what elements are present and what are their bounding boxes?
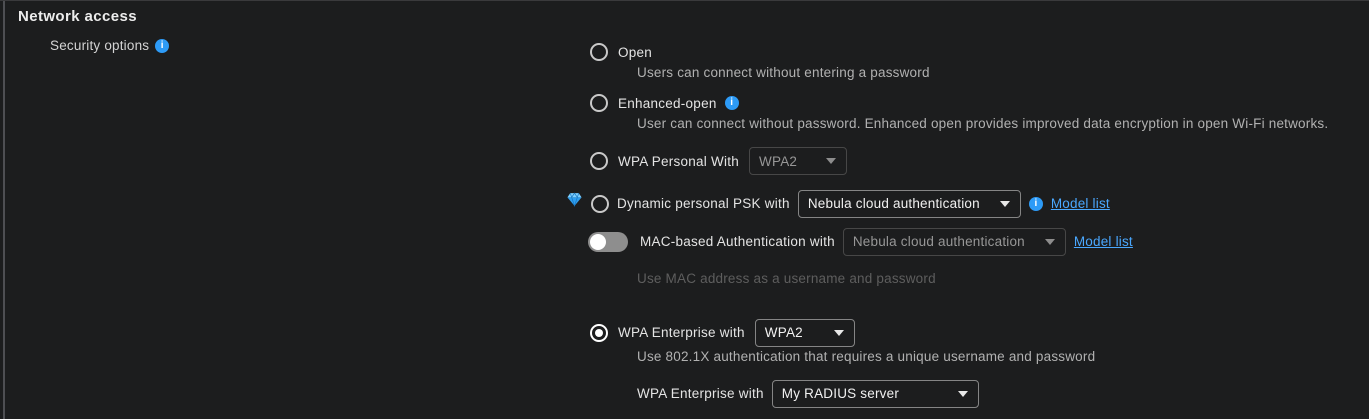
pro-feature-diamond-icon (566, 191, 583, 208)
chevron-down-icon (826, 158, 837, 164)
dropdown-value: WPA2 (759, 153, 798, 169)
option-label-wpa-personal[interactable]: WPA Personal With (618, 153, 740, 169)
option-description-mac-auth: Use MAC address as a username and passwo… (637, 271, 936, 286)
dropdown-value: Nebula cloud authentication (807, 196, 980, 211)
chevron-down-icon (833, 329, 844, 336)
security-options-label: Security options (50, 38, 150, 53)
panel-left-border (3, 1, 5, 419)
option-row-dynamic-psk: Dynamic personal PSK with Nebula cloud a… (566, 189, 1110, 218)
option-label-mac-auth: MAC-based Authentication with (640, 234, 835, 249)
dropdown-value: Nebula cloud authentication (852, 234, 1025, 249)
dropdown-value: WPA2 (764, 325, 803, 340)
option-label-open[interactable]: Open (618, 44, 653, 60)
dynamic-psk-model-list-link[interactable]: Model list (1050, 196, 1110, 211)
chevron-down-icon (957, 390, 968, 397)
dropdown-value: My RADIUS server (781, 386, 900, 401)
option-description-wpa-enterprise: Use 802.1X authentication that requires … (637, 349, 1096, 364)
chevron-down-icon (999, 200, 1010, 207)
option-label-dynamic-psk[interactable]: Dynamic personal PSK with (617, 196, 790, 211)
option-row-wpa-enterprise-server: WPA Enterprise with My RADIUS server (637, 379, 979, 408)
section-title: Network access (18, 8, 138, 25)
dynamic-psk-auth-dropdown[interactable]: Nebula cloud authentication (797, 189, 1021, 218)
option-description-open: Users can connect without entering a pas… (637, 65, 930, 80)
wpa-enterprise-version-dropdown[interactable]: WPA2 (754, 318, 855, 347)
radius-server-dropdown[interactable]: My RADIUS server (771, 379, 979, 408)
info-icon[interactable] (155, 38, 170, 53)
mac-auth-model-list-link[interactable]: Model list (1073, 234, 1133, 249)
radio-enhanced-open[interactable] (590, 94, 608, 112)
radio-open[interactable] (590, 43, 608, 61)
option-label-wpa-enterprise-server: WPA Enterprise with (637, 386, 764, 401)
option-row-mac-auth: MAC-based Authentication with Nebula clo… (588, 227, 1133, 256)
toggle-knob (590, 233, 606, 250)
radio-wpa-personal[interactable] (590, 152, 608, 170)
security-options-field: Security options (50, 38, 170, 53)
mac-auth-dropdown: Nebula cloud authentication (842, 227, 1066, 256)
option-row-enhanced-open: Enhanced-open (590, 94, 739, 112)
option-row-wpa-personal: WPA Personal With WPA2 (590, 147, 848, 175)
radio-dynamic-psk[interactable] (591, 194, 609, 213)
radio-wpa-enterprise[interactable] (590, 323, 608, 342)
option-description-enhanced-open: User can connect without password. Enhan… (637, 116, 1329, 131)
wpa-personal-version-dropdown: WPA2 (749, 147, 848, 175)
option-row-wpa-enterprise: WPA Enterprise with WPA2 (590, 318, 855, 347)
option-row-open: Open (590, 43, 652, 61)
chevron-down-icon (1044, 238, 1055, 245)
mac-auth-toggle[interactable] (588, 231, 628, 252)
option-label-enhanced-open[interactable]: Enhanced-open (618, 95, 717, 111)
info-icon[interactable] (1028, 196, 1043, 211)
info-icon[interactable] (724, 96, 739, 110)
option-label-wpa-enterprise[interactable]: WPA Enterprise with (618, 325, 745, 340)
